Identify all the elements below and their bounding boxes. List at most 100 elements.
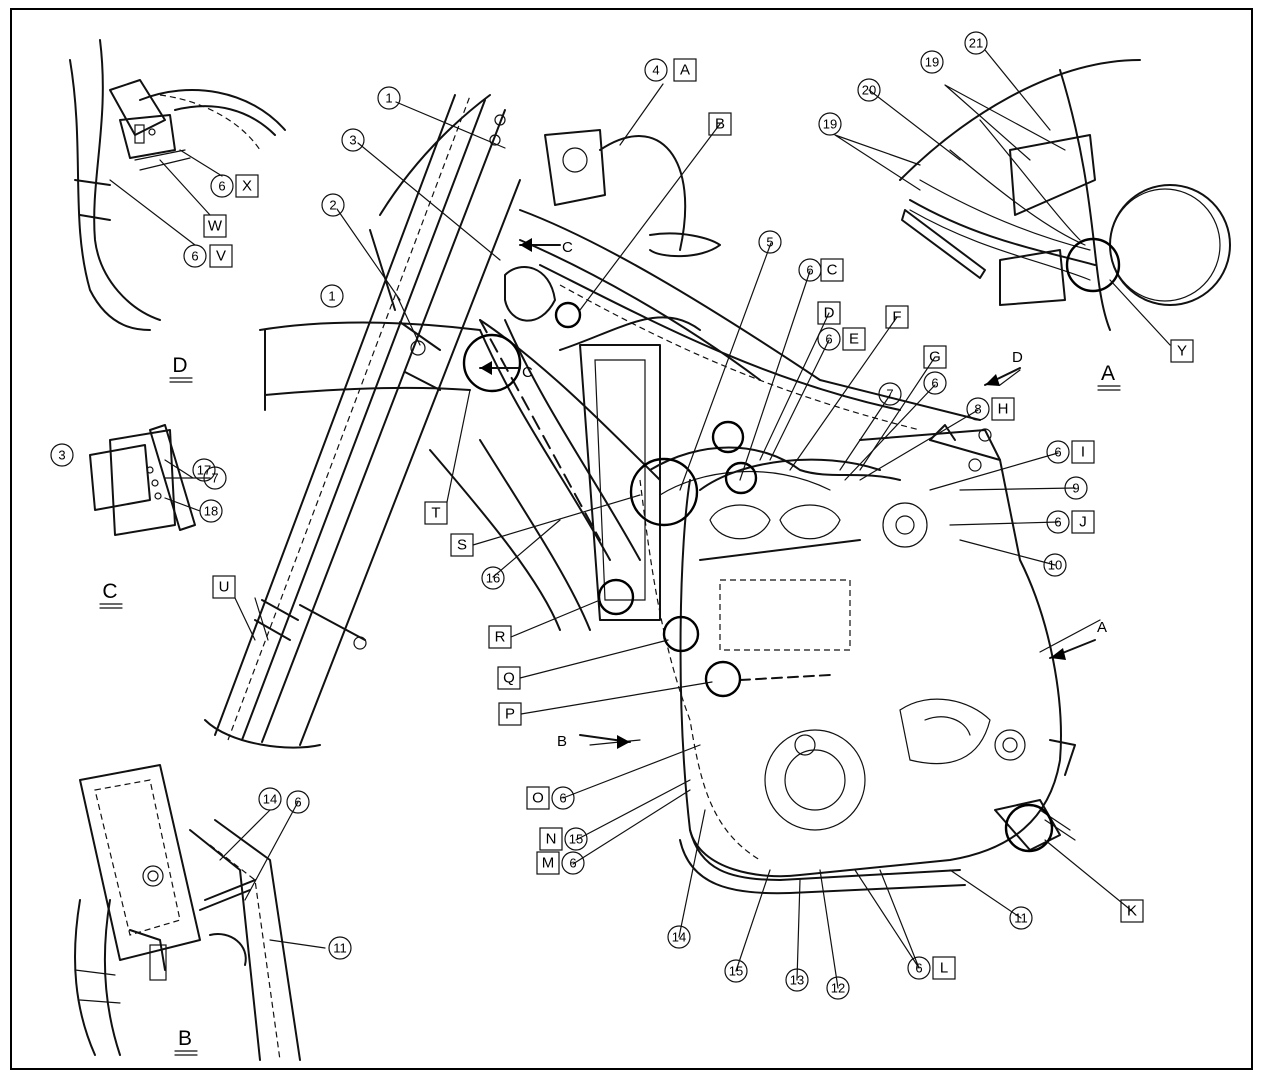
svg-text:1: 1 <box>328 289 335 304</box>
boxed-letters: A B C D E F G H I J K L M N O P Q R S T … <box>203 58 1194 980</box>
view-b-drawing <box>74 764 301 1061</box>
svg-text:4: 4 <box>652 63 659 78</box>
view-d-drawing <box>69 39 286 331</box>
svg-text:T: T <box>431 505 440 522</box>
box-v: V <box>209 244 233 268</box>
box-t: T <box>424 501 448 525</box>
box-w: W <box>203 214 227 238</box>
callout-8: 8 <box>966 397 990 421</box>
svg-text:X: X <box>242 178 252 195</box>
view-titles: D C A B <box>99 354 1121 1056</box>
callout-6-o: 6 <box>551 786 575 810</box>
callout-9: 9 <box>1064 476 1088 500</box>
svg-text:6: 6 <box>294 795 301 810</box>
callout-6-b: 6 <box>286 790 310 814</box>
svg-text:H: H <box>998 401 1009 418</box>
box-l: L <box>932 956 956 980</box>
box-y: Y <box>1170 339 1194 363</box>
box-k: K <box>1120 899 1144 923</box>
svg-text:R: R <box>495 629 506 646</box>
view-arrow-labels: A D B C C <box>522 239 1107 750</box>
svg-text:C: C <box>827 262 838 279</box>
box-b: B <box>708 112 732 136</box>
box-s: S <box>450 533 474 557</box>
callout-7: 7 <box>878 382 902 406</box>
box-m: M <box>536 851 560 875</box>
callout-14-b: 14 <box>258 787 282 811</box>
callout-21: 21 <box>964 31 988 55</box>
svg-text:10: 10 <box>1048 558 1062 573</box>
svg-text:W: W <box>208 218 223 235</box>
svg-text:15: 15 <box>729 964 743 979</box>
callout-3: 3 <box>341 128 365 152</box>
view-title-a: A <box>1101 362 1115 385</box>
svg-text:6: 6 <box>1054 445 1061 460</box>
svg-text:8: 8 <box>974 402 981 417</box>
box-h: H <box>991 397 1015 421</box>
svg-text:V: V <box>216 248 226 265</box>
arrow-label-c-lower: C <box>522 364 533 381</box>
part-callouts: 1 1 2 3 4 5 6 6 6 7 8 6 9 6 10 11 6 12 1… <box>50 31 1088 1000</box>
svg-text:N: N <box>546 831 557 848</box>
callout-20: 20 <box>857 78 881 102</box>
svg-text:I: I <box>1081 444 1085 461</box>
callout-6-e: 6 <box>817 327 841 351</box>
arrow-label-d: D <box>1012 349 1023 366</box>
svg-text:A: A <box>680 62 690 79</box>
arrow-label-a: A <box>1097 619 1107 636</box>
svg-text:3: 3 <box>349 133 356 148</box>
callout-6-l: 6 <box>907 956 931 980</box>
callout-6-i: 6 <box>1046 440 1070 464</box>
svg-text:21: 21 <box>969 36 983 51</box>
svg-text:Y: Y <box>1177 343 1187 360</box>
svg-text:O: O <box>532 790 544 807</box>
svg-text:9: 9 <box>1072 481 1079 496</box>
svg-text:D: D <box>824 305 835 322</box>
svg-text:B: B <box>715 116 725 133</box>
callout-6-m: 6 <box>561 851 585 875</box>
view-title-c: C <box>102 580 117 603</box>
svg-text:6: 6 <box>825 332 832 347</box>
view-a-drawing <box>899 59 1231 331</box>
box-a: A <box>673 58 697 82</box>
svg-text:7: 7 <box>211 471 218 486</box>
box-i: I <box>1071 440 1095 464</box>
arrow-label-b: B <box>557 733 567 750</box>
callout-16: 16 <box>481 566 505 590</box>
svg-text:6: 6 <box>806 263 813 278</box>
svg-text:6: 6 <box>915 961 922 976</box>
callout-15-n: 15 <box>564 827 588 851</box>
svg-text:G: G <box>929 349 941 366</box>
callout-18: 18 <box>199 499 223 523</box>
box-e: E <box>842 327 866 351</box>
svg-text:6: 6 <box>218 179 225 194</box>
box-r: R <box>488 625 512 649</box>
box-f: F <box>885 305 909 329</box>
svg-text:11: 11 <box>333 941 347 956</box>
svg-text:14: 14 <box>263 792 277 807</box>
arrow-label-c-upper: C <box>562 239 573 256</box>
svg-text:Q: Q <box>503 670 515 687</box>
box-p: P <box>498 702 522 726</box>
svg-text:K: K <box>1127 903 1137 920</box>
callout-3-c: 3 <box>50 443 74 467</box>
svg-text:13: 13 <box>790 973 804 988</box>
box-q: Q <box>497 666 521 690</box>
svg-text:E: E <box>849 331 859 348</box>
box-x: X <box>235 174 259 198</box>
callout-19-upper: 19 <box>920 50 944 74</box>
callout-14: 14 <box>667 925 691 949</box>
clamp-rings <box>462 301 1054 853</box>
svg-text:L: L <box>940 960 948 977</box>
view-title-d: D <box>172 354 187 377</box>
box-u: U <box>212 575 236 599</box>
svg-text:2: 2 <box>329 198 336 213</box>
callout-6-c: 6 <box>798 258 822 282</box>
svg-text:5: 5 <box>766 235 773 250</box>
svg-text:12: 12 <box>831 981 845 996</box>
callout-6-v: 6 <box>183 244 207 268</box>
callout-1-upper: 1 <box>377 86 401 110</box>
svg-text:M: M <box>542 855 555 872</box>
svg-text:19: 19 <box>925 55 939 70</box>
svg-text:18: 18 <box>204 504 218 519</box>
